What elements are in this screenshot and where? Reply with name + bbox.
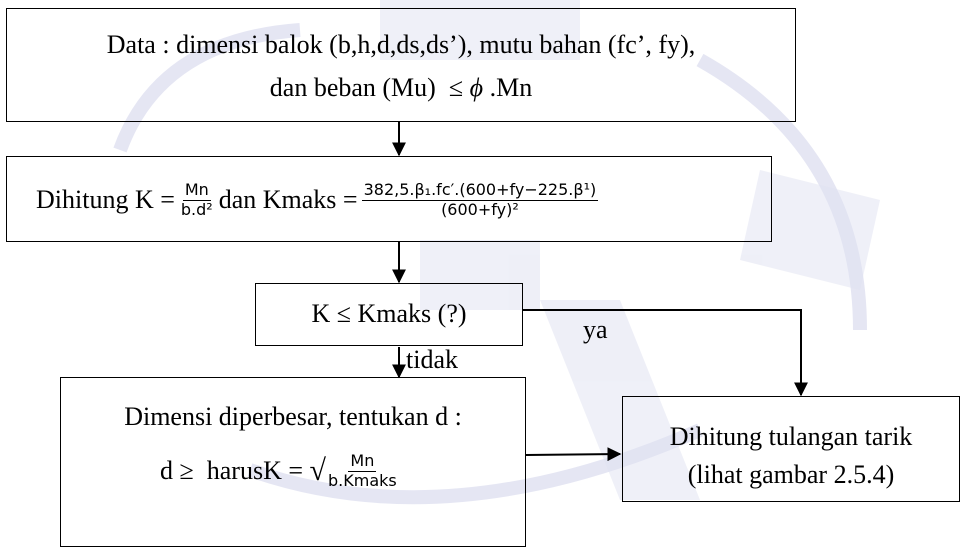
sqrt-symbol: √	[309, 454, 326, 487]
k-fraction: Mn b.d²	[179, 180, 215, 219]
arrow-box4-to-box5	[525, 447, 622, 462]
kmax-denominator: (600+fy)²	[441, 199, 519, 219]
kmax-fraction: 382,5.β₁.fc′.(600+fy−225.β¹) (600+fy)²	[361, 180, 599, 219]
decision-box	[255, 283, 523, 346]
data-box	[6, 8, 796, 122]
le-symbol: ≤	[448, 73, 464, 102]
tension-reinforcement-box	[622, 396, 960, 502]
result-line-1: Dihitung tulangan tarik	[669, 422, 913, 451]
phi-symbol: ϕ	[469, 73, 484, 102]
label-ya: ya	[583, 315, 608, 344]
k-prefix: Dihitung K =	[36, 185, 175, 214]
k-middle-text: dan Kmaks =	[218, 185, 358, 214]
k-numerator: Mn	[182, 180, 211, 201]
d-denominator: b.Kmaks	[328, 470, 397, 490]
result-line-2: (lihat gambar 2.5.4)	[687, 460, 895, 489]
d-formula-row: d ≥ harusK = √ Mn b.Kmaks	[160, 449, 403, 493]
data-line-2-tail: .Mn	[489, 73, 533, 102]
data-line-1: Data : dimensi balok (b,h,d,ds,ds’), mut…	[106, 30, 696, 59]
data-line-2-text: dan beban (Mu)	[269, 73, 436, 102]
enlarge-line-1: Dimensi diperbesar, tentukan d :	[124, 402, 462, 431]
k-compute-box	[6, 156, 772, 242]
k-denominator: b.d²	[180, 199, 213, 219]
flow-connectors	[392, 122, 808, 462]
line-ya-path	[523, 309, 808, 397]
decision-text: K ≤ Kmaks (?)	[311, 299, 467, 328]
kmax-numerator: 382,5.β₁.fc′.(600+fy−225.β¹)	[361, 180, 599, 201]
label-tidak: tidak	[406, 345, 458, 374]
d-fraction: Mn b.Kmaks	[326, 451, 399, 490]
d-prefix: d ≥ harusK =	[160, 456, 304, 485]
data-line-2: dan beban (Mu) ≤ ϕ .Mn	[6, 75, 796, 101]
d-numerator: Mn	[348, 451, 377, 472]
k-formula-row: Dihitung K = Mn b.d² dan Kmaks = 382,5.β…	[36, 178, 602, 222]
